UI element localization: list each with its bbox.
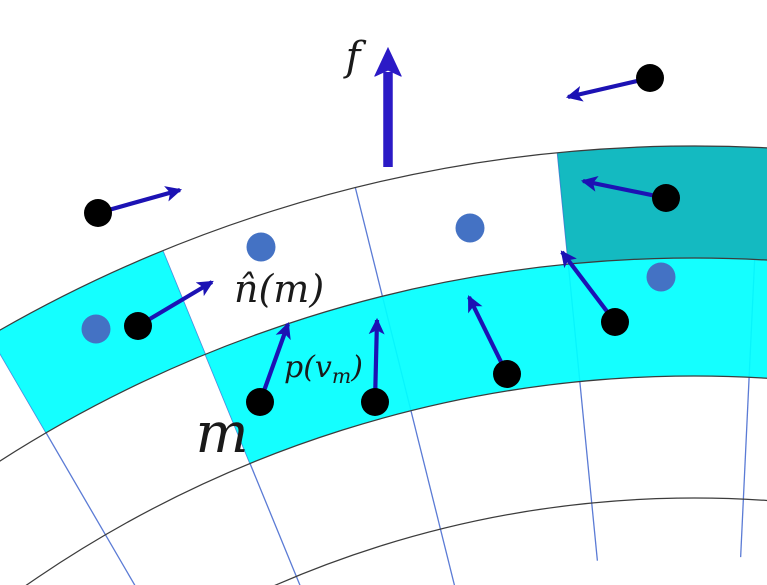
particle-dot <box>361 388 389 416</box>
grid-spoke-line <box>0 352 136 585</box>
grid-arc-line <box>274 497 767 585</box>
label-distribution-p-vm: p(vm) <box>284 350 363 388</box>
particle-velocity-arrow <box>136 280 214 328</box>
particle-velocity-arrow <box>467 295 509 375</box>
grid-arc-line <box>25 375 767 585</box>
subscript: m <box>332 364 351 388</box>
particle-dot <box>636 64 664 92</box>
particle-dot <box>246 388 274 416</box>
cell-center-dot <box>81 314 111 344</box>
particle-dot <box>601 308 629 336</box>
highlighted-band-cells <box>205 258 767 464</box>
particle-velocity-arrow <box>565 75 651 102</box>
particle-velocity-arrow <box>580 176 667 201</box>
particle-velocity-arrow <box>560 250 617 324</box>
label-normal-n-hat-m: n̂(m) <box>234 267 324 311</box>
grid-arc-line <box>0 145 767 331</box>
cell-center-dot <box>246 232 276 262</box>
label-force-f: f <box>343 34 367 80</box>
label-cell-m: m <box>195 401 248 466</box>
particle-dot <box>652 184 680 212</box>
cell-center-dot <box>646 262 676 292</box>
particle-dot <box>84 199 112 227</box>
cell-center-dot <box>455 213 485 243</box>
grid-arc-line <box>0 257 767 462</box>
particle-dot <box>493 360 521 388</box>
particle-velocity-arrow <box>97 186 183 216</box>
particle-dot <box>124 312 152 340</box>
